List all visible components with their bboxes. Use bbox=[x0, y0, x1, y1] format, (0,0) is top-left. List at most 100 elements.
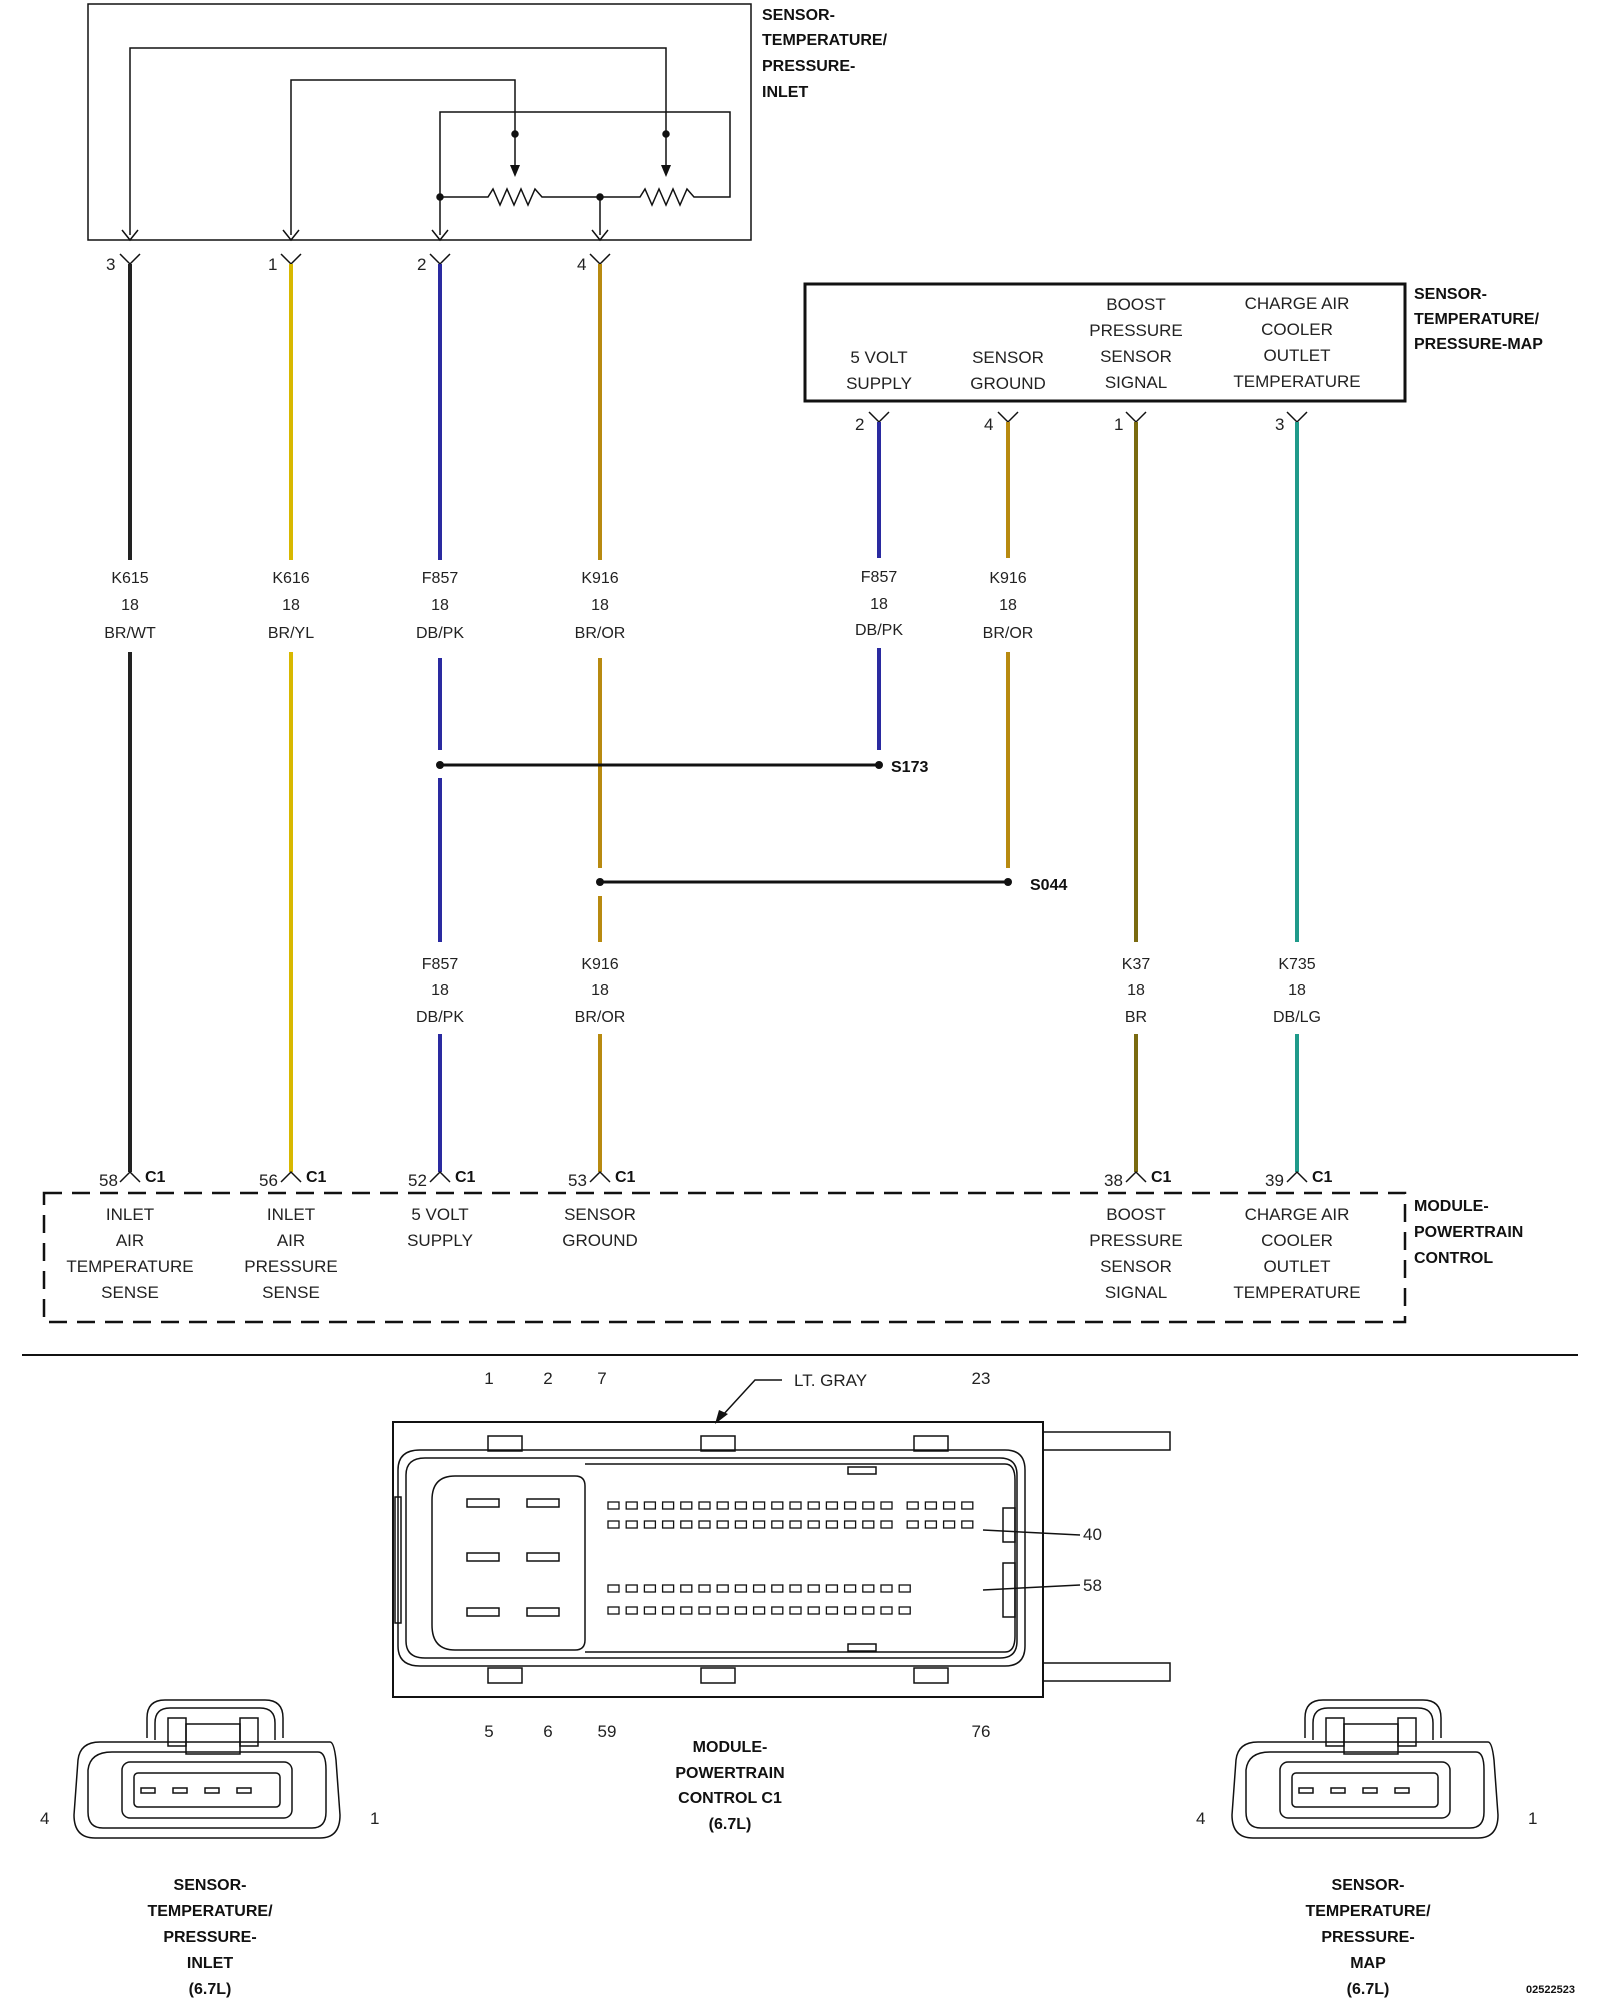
map-func-boost-1: BOOST bbox=[1106, 295, 1166, 314]
c1-bottom-num-6: 6 bbox=[543, 1722, 552, 1741]
c1-pin-cavity bbox=[843, 1606, 857, 1615]
c1-tab-bottom-3 bbox=[913, 1667, 949, 1684]
wl-k916-color: BR/OR bbox=[575, 625, 626, 642]
c1-pin-cavity bbox=[771, 1501, 784, 1510]
c1-pin-cavity bbox=[942, 1520, 956, 1529]
c1-pin-cavity bbox=[843, 1520, 857, 1529]
pcm-func-cac-4: TEMPERATURE bbox=[1233, 1283, 1360, 1302]
map-func-5v-2: SUPPLY bbox=[846, 374, 912, 393]
map-func-gnd-2: GROUND bbox=[970, 374, 1046, 393]
c1-pin-cavity bbox=[752, 1520, 766, 1529]
pcm-c1-53: C1 bbox=[615, 1169, 636, 1186]
c1-bottom-num-76: 76 bbox=[972, 1722, 991, 1741]
pcm-func-iat-2: AIR bbox=[116, 1231, 144, 1250]
map-sensor-title-3: PRESSURE-MAP bbox=[1414, 336, 1543, 353]
c1-pin-cavity bbox=[898, 1584, 911, 1593]
c1-pin-cavity bbox=[825, 1501, 839, 1510]
c1-pin-cavity bbox=[807, 1606, 820, 1615]
wl2-k37-color: BR bbox=[1125, 1009, 1147, 1026]
pcm-func-iap-4: SENSE bbox=[262, 1283, 320, 1302]
c1-power-pin bbox=[526, 1552, 560, 1562]
pcm-func-iap-3: PRESSURE bbox=[244, 1257, 338, 1276]
wires bbox=[128, 264, 1299, 1172]
pcm-func-cac-3: OUTLET bbox=[1263, 1257, 1330, 1276]
wl2-f857-color: DB/PK bbox=[416, 1009, 464, 1026]
c1-pin-cavity bbox=[661, 1501, 675, 1510]
c1-top-num-7: 7 bbox=[597, 1369, 606, 1388]
inlet-sensor-box bbox=[87, 3, 752, 241]
wl-f857-color: DB/PK bbox=[416, 625, 464, 642]
pcm-func-boost-4: SIGNAL bbox=[1105, 1283, 1167, 1302]
map-view-title-4: MAP bbox=[1350, 1955, 1386, 1972]
wl2-f857-code: F857 bbox=[422, 956, 459, 973]
c1-latch-1 bbox=[1002, 1507, 1016, 1543]
c1-rail-top bbox=[1043, 1431, 1171, 1451]
pcm-func-gnd-1: SENSOR bbox=[564, 1205, 636, 1224]
c1-pin-cavity bbox=[880, 1520, 893, 1529]
wl-map-k916-gauge: 18 bbox=[999, 597, 1017, 614]
pcm-title-2: POWERTRAIN bbox=[1414, 1224, 1523, 1241]
c1-pin-cavity bbox=[961, 1501, 974, 1510]
map-func-gnd-1: SENSOR bbox=[972, 348, 1044, 367]
c1-pin-cavity bbox=[807, 1520, 820, 1529]
c1-pin-cavity bbox=[716, 1584, 729, 1593]
inlet-pin-4: 4 bbox=[577, 255, 586, 274]
splice-s173-dot-right bbox=[875, 761, 883, 769]
c1-side-num-40: 40 bbox=[1083, 1525, 1102, 1544]
c1-tab-bottom-2 bbox=[700, 1667, 736, 1684]
c1-pin-cavity bbox=[942, 1501, 956, 1510]
splice-s044-dot-left bbox=[596, 878, 604, 886]
c1-tab-top-2 bbox=[700, 1435, 736, 1452]
inlet-pin-2: 2 bbox=[417, 255, 426, 274]
c1-bottom-num-5: 5 bbox=[484, 1722, 493, 1741]
c1-key-top bbox=[847, 1466, 877, 1475]
c1-pin-cavity bbox=[880, 1584, 893, 1593]
pcm-func-boost-3: SENSOR bbox=[1100, 1257, 1172, 1276]
map-view-title-2: TEMPERATURE/ bbox=[1305, 1903, 1431, 1920]
c1-pin-cavity bbox=[643, 1520, 657, 1529]
map-sensor: 5 VOLT SUPPLY SENSOR GROUND BOOST PRESSU… bbox=[803, 282, 1543, 403]
inlet-sensor-pin-arrows bbox=[121, 229, 609, 242]
wl-k615-gauge: 18 bbox=[121, 597, 139, 614]
c1-pin-cavity bbox=[643, 1584, 657, 1593]
map-func-cac-2: COOLER bbox=[1261, 320, 1333, 339]
pcm-func-5v-2: SUPPLY bbox=[407, 1231, 473, 1250]
wl2-k735-code: K735 bbox=[1278, 956, 1315, 973]
c1-color-label: LT. GRAY bbox=[794, 1371, 867, 1390]
map-view-title-5: (6.7L) bbox=[1347, 1981, 1390, 1998]
wl-map-f857-code: F857 bbox=[861, 569, 898, 586]
map-pin-3: 3 bbox=[1275, 415, 1284, 434]
c1-pin-cavity bbox=[898, 1606, 911, 1615]
c1-pin-cavity bbox=[625, 1584, 638, 1593]
pcm-func-iat-3: TEMPERATURE bbox=[66, 1257, 193, 1276]
pcm-func-boost-1: BOOST bbox=[1106, 1205, 1166, 1224]
map-func-boost-2: PRESSURE bbox=[1089, 321, 1183, 340]
c1-tab-top-1 bbox=[487, 1435, 523, 1452]
splice-s173-label: S173 bbox=[891, 759, 928, 776]
c1-title-2: POWERTRAIN bbox=[675, 1765, 784, 1782]
pcm-pin-forks bbox=[119, 1170, 1308, 1183]
c1-pin-cavity bbox=[807, 1501, 820, 1510]
wl2-k37-code: K37 bbox=[1122, 956, 1151, 973]
inlet-sensor-title-1: SENSOR- bbox=[762, 7, 835, 24]
c1-pin-cavity bbox=[825, 1520, 839, 1529]
inlet-sensor: SENSOR- TEMPERATURE/ PRESSURE- INLET bbox=[87, 3, 888, 242]
map-view-title-3: PRESSURE- bbox=[1321, 1929, 1414, 1946]
c1-pin-cavity bbox=[880, 1606, 893, 1615]
c1-pin-cavity bbox=[862, 1501, 875, 1510]
c1-latch-2 bbox=[1002, 1562, 1016, 1618]
c1-pin-cavity bbox=[698, 1520, 711, 1529]
wl-k616-gauge: 18 bbox=[282, 597, 300, 614]
c1-power-pin bbox=[466, 1498, 500, 1508]
wl-k616-color: BR/YL bbox=[268, 625, 314, 642]
wl2-k37-gauge: 18 bbox=[1127, 982, 1145, 999]
wl2-k735-color: DB/LG bbox=[1273, 1009, 1321, 1026]
c1-pin-cavity bbox=[752, 1501, 766, 1510]
c1-signal-cavity bbox=[585, 1463, 1016, 1653]
c1-pin-cavity bbox=[734, 1501, 748, 1510]
c1-pin-cavity bbox=[716, 1606, 729, 1615]
c1-pin-cavity bbox=[625, 1606, 638, 1615]
c1-pin-cavity bbox=[906, 1501, 919, 1510]
pcm-c1-58: C1 bbox=[145, 1169, 166, 1186]
c1-pin-cavity bbox=[625, 1501, 638, 1510]
